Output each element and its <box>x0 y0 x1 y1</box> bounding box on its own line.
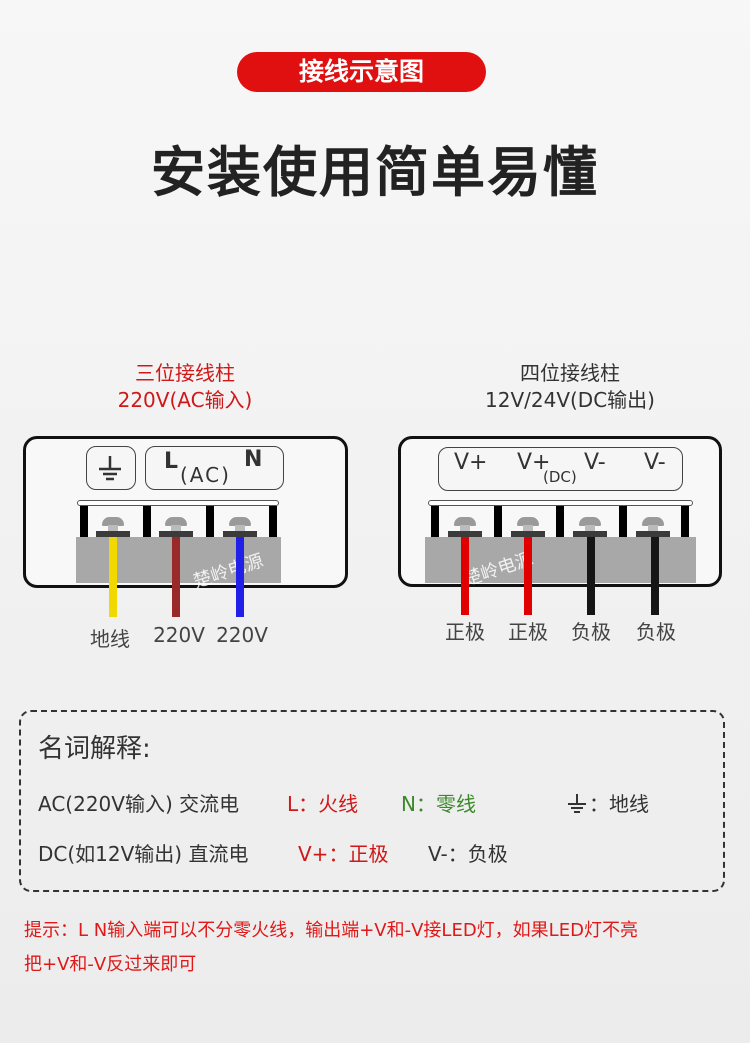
dc-caption-type: 四位接线柱 <box>520 361 620 385</box>
def-positive: V+：正极 <box>298 842 389 866</box>
wire-live <box>172 537 180 617</box>
label-vplus: V+ <box>454 450 488 475</box>
wire-label: 正极 <box>445 620 485 644</box>
ground-icon <box>568 794 586 813</box>
def-neutral: N：零线 <box>401 792 476 816</box>
wire-label: 正极 <box>508 620 548 644</box>
wire-neutral <box>236 537 244 617</box>
wire-positive <box>461 537 469 615</box>
ac-caption: 三位接线柱 220V(AC输入) <box>60 360 310 414</box>
label-ac: (AC) <box>180 463 231 487</box>
screw-icon <box>448 517 482 547</box>
terminal-divider <box>431 506 439 538</box>
wire-label: 地线 <box>90 627 130 651</box>
label-n: N <box>244 447 263 472</box>
diagram-badge: 接线示意图 <box>237 52 486 92</box>
tip-line-2: 把+V和-V反过来即可 <box>24 954 197 975</box>
terminal-rail <box>77 500 279 506</box>
def-ac: AC(220V输入) 交流电 <box>38 792 240 816</box>
terminal-divider <box>681 506 689 538</box>
dc-caption: 四位接线柱 12V/24V(DC输出) <box>440 360 700 414</box>
label-vminus: V- <box>644 450 666 475</box>
terminal-base <box>425 537 696 583</box>
ac-caption-type: 三位接线柱 <box>135 361 235 385</box>
definitions-title: 名词解释: <box>38 734 151 764</box>
page-title: 安装使用简单易懂 <box>151 141 599 204</box>
dc-caption-spec: 12V/24V(DC输出) <box>485 388 655 412</box>
definitions-panel <box>19 710 725 892</box>
wire-label: 负极 <box>636 620 676 644</box>
terminal-rail <box>428 500 693 506</box>
terminal-divider <box>143 506 151 538</box>
terminal-divider <box>269 506 277 538</box>
screw-icon <box>511 517 545 547</box>
terminal-divider <box>556 506 564 538</box>
ground-icon <box>99 456 121 481</box>
wire-ground <box>109 537 117 617</box>
label-l: L <box>164 449 179 474</box>
def-dc: DC(如12V输出) 直流电 <box>38 842 249 866</box>
terminal-divider <box>619 506 627 538</box>
screw-icon <box>223 517 257 547</box>
terminal-divider <box>494 506 502 538</box>
wire-label: 220V <box>153 623 205 647</box>
wire-label: 负极 <box>571 620 611 644</box>
screw-icon <box>636 517 670 547</box>
terminal-divider <box>206 506 214 538</box>
label-dc: (DC) <box>543 468 577 486</box>
ground-label <box>86 446 136 490</box>
def-negative: V-：负极 <box>428 842 508 866</box>
ac-label: L (AC) N <box>145 446 284 490</box>
label-vminus: V- <box>584 450 606 475</box>
screw-icon <box>159 517 193 547</box>
terminal-divider <box>80 506 88 538</box>
screw-icon <box>96 517 130 547</box>
dc-label: V+ V+ (DC) V- V- <box>438 447 683 491</box>
screw-icon <box>573 517 607 547</box>
wire-label: 220V <box>216 623 268 647</box>
wire-negative <box>651 537 659 615</box>
def-live: L：火线 <box>287 792 359 816</box>
def-ground: ：地线 <box>589 792 649 816</box>
ac-caption-spec: 220V(AC输入) <box>117 388 253 412</box>
wire-negative <box>587 537 595 615</box>
label-vplus: V+ <box>517 450 551 475</box>
wire-positive <box>524 537 532 615</box>
tip-line-1: 提示：L N输入端可以不分零火线，输出端+V和-V接LED灯，如果LED灯不亮 <box>24 920 638 941</box>
